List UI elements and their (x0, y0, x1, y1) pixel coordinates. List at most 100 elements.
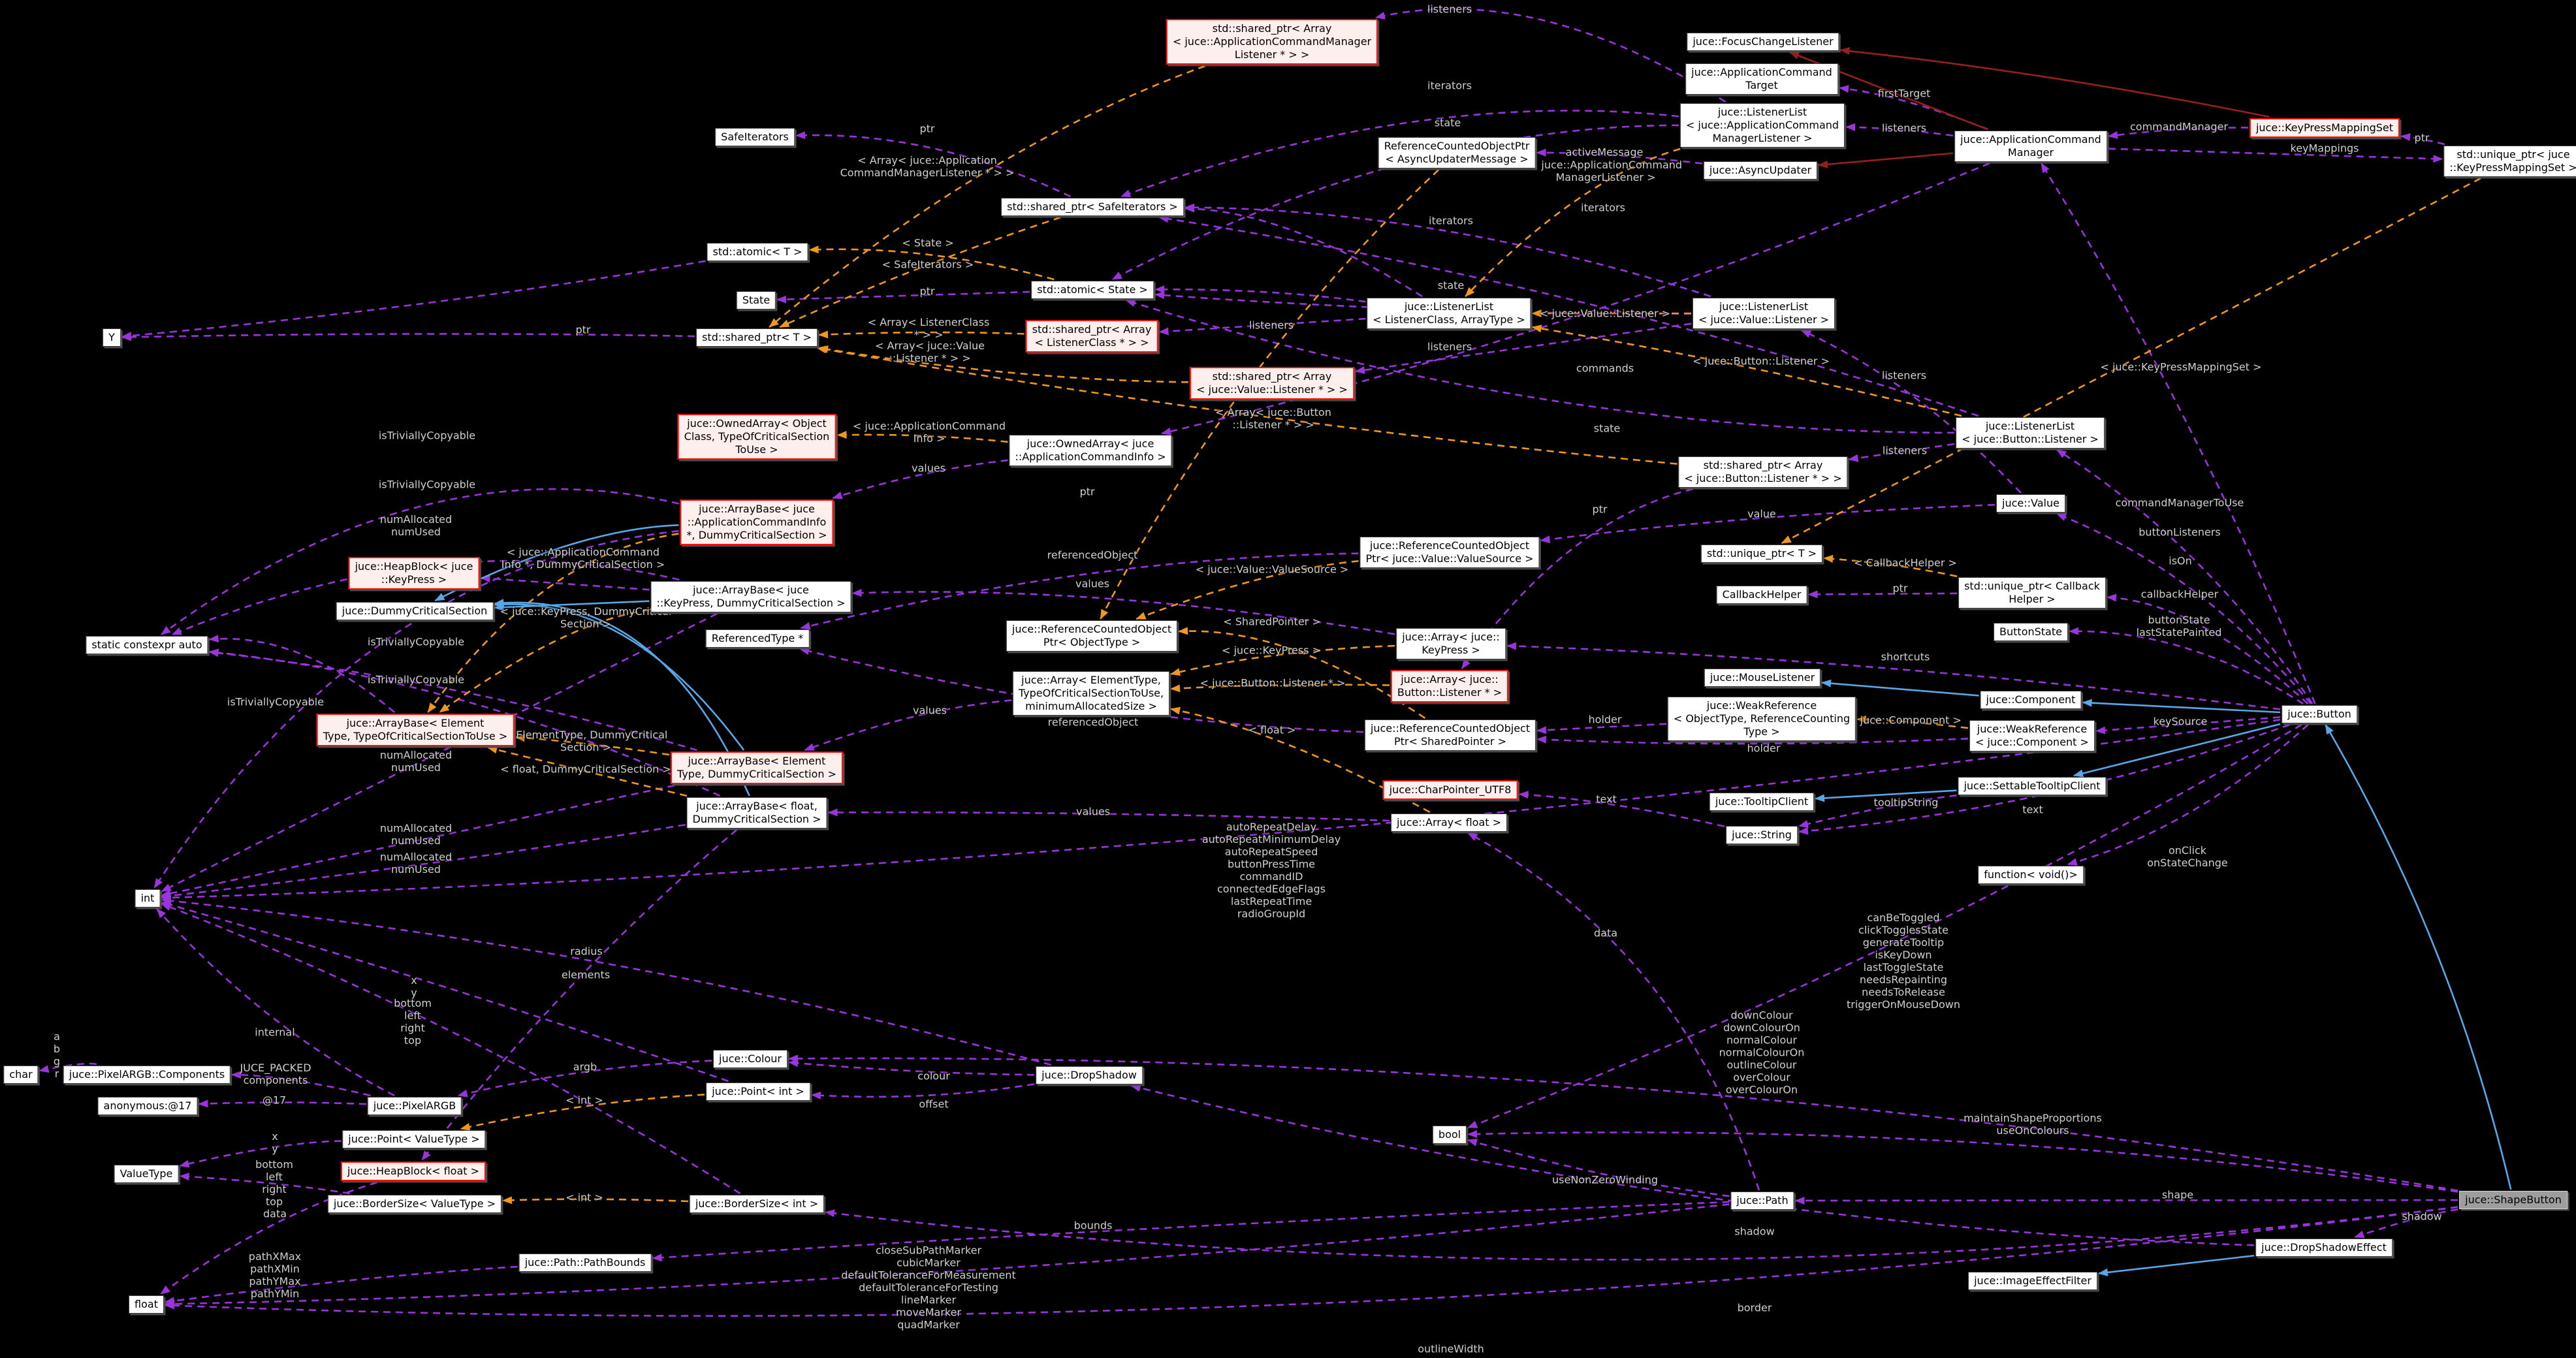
node-pixel_components[interactable]: juce::PixelARGB::Components (63, 1066, 231, 1084)
node-imageeffectfilter[interactable]: juce::ImageEffectFilter (1968, 1272, 2097, 1290)
node-string_node[interactable]: juce::String (1726, 826, 1798, 844)
edge-point_valuetype-valuetype (179, 1140, 342, 1168)
node-bordersize_vt[interactable]: juce::BorderSize< ValueType > (327, 1195, 502, 1213)
node-value_node[interactable]: juce::Value (1996, 494, 2065, 513)
node-atomic_t[interactable]: std::atomic< T > (707, 243, 808, 261)
node-arraybase_template[interactable]: juce::ArrayBase< Element Type, TypeOfCri… (316, 714, 515, 746)
node-tooltip_client[interactable]: juce::TooltipClient (1709, 793, 1815, 811)
edge-label: commandManager (2130, 120, 2228, 133)
node-point_int[interactable]: juce::Point< int > (706, 1082, 810, 1101)
node-shapebutton[interactable]: juce::ShapeButton (2459, 1191, 2568, 1209)
edge-async_updater-rcop_aum (1536, 148, 1703, 165)
node-arraybase_el_dcs[interactable]: juce::ArrayBase< Element Type, DummyCrit… (671, 751, 843, 784)
node-colour_node[interactable]: juce::Colour (713, 1050, 787, 1068)
node-dropshadow[interactable]: juce::DropShadow (1036, 1066, 1143, 1084)
node-rcop_sharedptr[interactable]: juce::ReferenceCountedObject Ptr< Shared… (1364, 719, 1536, 751)
node-up_cbh[interactable]: std::unique_ptr< Callback Helper > (1958, 577, 2106, 608)
node-sp_array_bl[interactable]: std::shared_ptr< Array < juce::Button::L… (1678, 456, 1848, 488)
node-safe_iterators[interactable]: SafeIterators (715, 128, 795, 146)
node-listlist_acml[interactable]: juce::ListenerList < juce::ApplicationCo… (1679, 103, 1845, 148)
node-kpms[interactable]: juce::KeyPressMappingSet (2249, 118, 2400, 138)
node-owned_aci[interactable]: juce::OwnedArray< juce ::ApplicationComm… (1009, 435, 1172, 466)
node-async_updater[interactable]: juce::AsyncUpdater (1703, 161, 1818, 180)
edge-arraybase_aci-arraybase_template (427, 533, 679, 713)
edge-listlist_acml-atomic_state (1111, 124, 1679, 281)
node-callback_helper[interactable]: CallbackHelper (1716, 586, 1807, 604)
node-heapblock_float[interactable]: juce::HeapBlock< float > (340, 1161, 486, 1181)
node-arraybase_float[interactable]: juce::ArrayBase< float, DummyCriticalSec… (686, 797, 827, 829)
node-bool_node[interactable]: bool (1432, 1126, 1467, 1144)
edge-dropshadoweffect-dropshadow (1130, 1084, 2255, 1246)
node-component[interactable]: juce::Component (1980, 691, 2082, 709)
node-char_node[interactable]: char (3, 1066, 39, 1084)
edge-label: < juce::ApplicationCommand ManagerListen… (1529, 159, 1683, 183)
node-arraybase_aci[interactable]: juce::ArrayBase< juce ::ApplicationComma… (680, 499, 834, 545)
node-sp_array_lc[interactable]: std::shared_ptr< Array < ListenerClass *… (1025, 320, 1158, 353)
node-rcop_aum[interactable]: ReferenceCountedObjectPtr < AsyncUpdater… (1378, 137, 1536, 168)
node-array_bl[interactable]: juce::Array< juce:: Button::Listener * > (1390, 670, 1509, 703)
edge-label: < juce::KeyPress, DummyCritical Section … (500, 605, 672, 630)
edge-sp_t-y_box (121, 333, 695, 341)
node-sp_array_vl[interactable]: std::shared_ptr< Array < juce::Value::Li… (1190, 367, 1354, 400)
node-up_t[interactable]: std::unique_ptr< T > (1700, 545, 1823, 563)
node-weakref_component[interactable]: juce::WeakReference < juce::Component > (1969, 720, 2095, 751)
edge-button-up_cbh (2107, 593, 2309, 704)
edge-label: offset (919, 1097, 949, 1111)
node-acm[interactable]: juce::ApplicationCommand Manager (1954, 131, 2107, 162)
node-int_node[interactable]: int (135, 889, 161, 908)
node-listlist_value[interactable]: juce::ListenerList < juce::Value::Listen… (1692, 298, 1836, 329)
edge-label: downColour downColourOn normalColour nor… (1719, 1009, 1805, 1096)
node-referenced_type[interactable]: ReferencedType * (705, 629, 810, 648)
node-sp_t[interactable]: std::shared_ptr< T > (696, 328, 818, 347)
edge-shapebutton-float_node (165, 1206, 2458, 1317)
node-owned_template[interactable]: juce::OwnedArray< Object Class, TypeOfCr… (677, 414, 836, 460)
node-focus_change[interactable]: juce::FocusChangeListener (1687, 33, 1839, 51)
node-array_template[interactable]: juce::Array< ElementType, TypeOfCritical… (1012, 671, 1170, 716)
edge-label: < Array< juce::Button ::Listener * > > (1215, 406, 1331, 431)
node-heapblock_kp[interactable]: juce::HeapBlock< juce ::KeyPress > (348, 557, 480, 590)
node-settable_tooltip[interactable]: juce::SettableTooltipClient (1958, 777, 2107, 795)
node-state_box[interactable]: State (736, 291, 776, 309)
edge-sp_array_lc-sp_t (818, 330, 1025, 339)
edge-dropshadow-colour_node (788, 1059, 1035, 1076)
node-arraybase_kp[interactable]: juce::ArrayBase< juce ::KeyPress, DummyC… (650, 581, 851, 612)
node-anon17[interactable]: anonymous:@17 (97, 1097, 198, 1115)
node-static_auto[interactable]: static constexpr auto (86, 636, 208, 654)
node-pathbounds[interactable]: juce::Path::PathBounds (518, 1254, 652, 1272)
node-array_float[interactable]: juce::Array< float > (1390, 813, 1508, 832)
node-path_node[interactable]: juce::Path (1730, 1192, 1794, 1210)
node-sp_safeiter[interactable]: std::shared_ptr< SafeIterators > (1001, 198, 1184, 216)
node-pixelargb[interactable]: juce::PixelARGB (367, 1097, 462, 1115)
node-rcop_objecttype[interactable]: juce::ReferenceCountedObject Ptr< Object… (1006, 620, 1178, 652)
edge-weakref_component-weakref_template (1856, 715, 1969, 729)
node-y_box[interactable]: Y (103, 328, 121, 347)
node-mouse_listener[interactable]: juce::MouseListener (1704, 669, 1821, 687)
edge-label: iterators (1581, 201, 1625, 214)
edge-arraybase_kp-arraybase_template (439, 609, 650, 714)
edge-label: x y (411, 974, 417, 999)
node-listlist_template[interactable]: juce::ListenerList < ListenerClass, Arra… (1367, 298, 1531, 329)
node-function_void[interactable]: function< void()> (1978, 866, 2084, 884)
node-bordersize_int[interactable]: juce::BorderSize< int > (689, 1195, 825, 1213)
node-app_cmd_target[interactable]: juce::ApplicationCommand Target (1685, 63, 1838, 95)
node-sp_array_acml[interactable]: std::shared_ptr< Array < juce::Applicati… (1166, 19, 1378, 65)
node-weakref_template[interactable]: juce::WeakReference < ObjectType, Refere… (1667, 697, 1856, 741)
node-button[interactable]: juce::Button (2282, 705, 2357, 723)
node-up_kpms[interactable]: std::unique_ptr< juce ::KeyPressMappingS… (2443, 146, 2576, 177)
node-array_kp[interactable]: juce::Array< juce:: KeyPress > (1396, 628, 1506, 659)
edge-rcop_valuesource-rcop_objecttype (1136, 560, 1359, 620)
node-dummy_cs[interactable]: juce::DummyCriticalSection (336, 602, 494, 620)
edge-path_node-array_float (1467, 832, 1760, 1191)
edge-label: bottom left right top (255, 1158, 293, 1208)
node-listlist_button[interactable]: juce::ListenerList < juce::Button::Liste… (1956, 417, 2105, 449)
node-atomic_state[interactable]: std::atomic< State > (1031, 281, 1154, 299)
node-point_valuetype[interactable]: juce::Point< ValueType > (342, 1130, 486, 1148)
node-dropshadoweffect[interactable]: juce::DropShadowEffect (2255, 1239, 2393, 1257)
edge-atomic_state-state_box (776, 291, 1030, 304)
node-buttonstate[interactable]: ButtonState (1994, 623, 2068, 641)
node-float_node[interactable]: float (129, 1295, 164, 1314)
node-valuetype[interactable]: ValueType (114, 1165, 179, 1183)
node-rcop_valuesource[interactable]: juce::ReferenceCountedObject Ptr< juce::… (1360, 537, 1540, 568)
edge-label: listeners (1881, 369, 1927, 382)
node-charpointer[interactable]: juce::CharPointer_UTF8 (1382, 780, 1518, 800)
